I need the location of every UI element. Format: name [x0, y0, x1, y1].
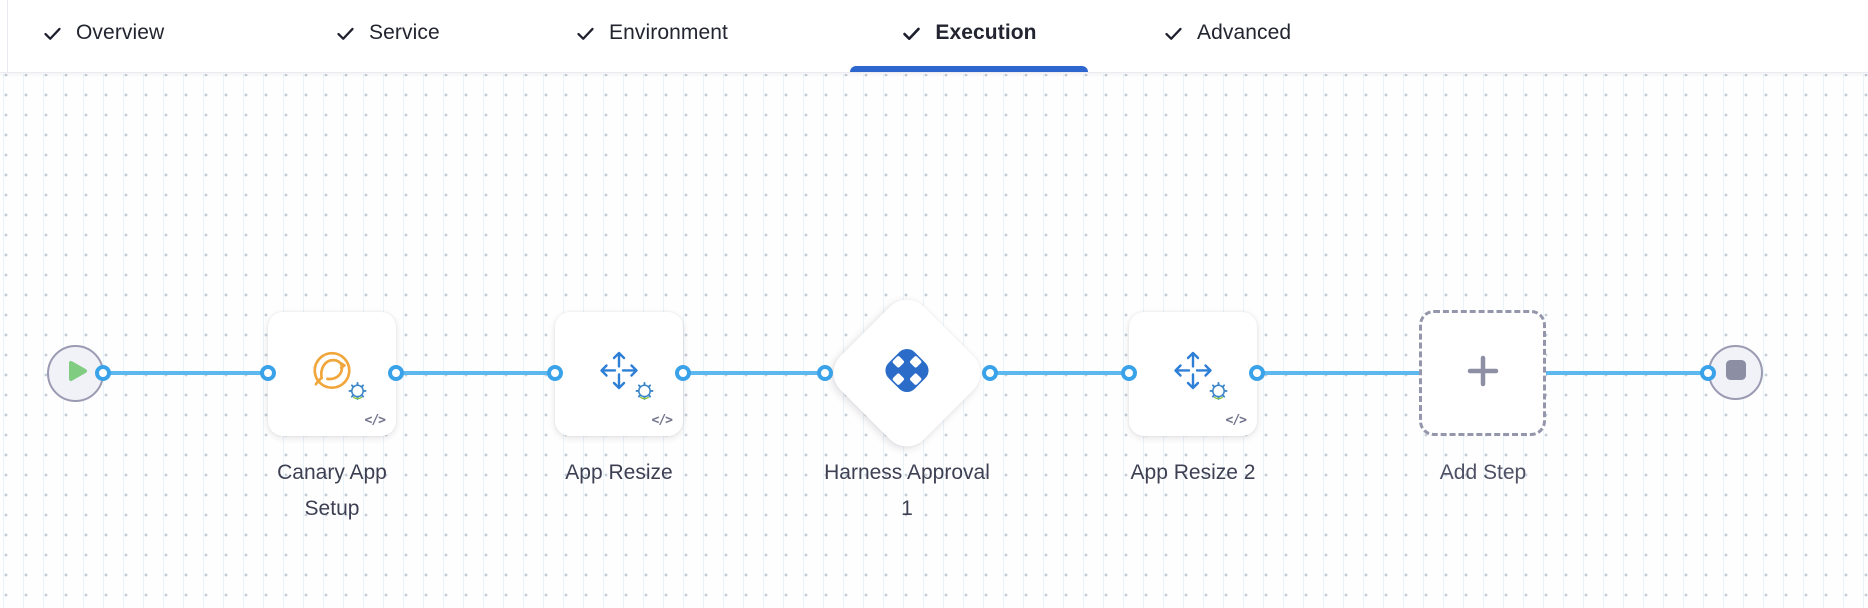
connector-port[interactable] — [1121, 365, 1137, 381]
gear-icon — [348, 381, 367, 405]
connector-port[interactable] — [260, 365, 276, 381]
check-icon — [575, 23, 596, 44]
tab-overview[interactable]: Overview — [42, 0, 164, 72]
connector-port[interactable] — [1700, 365, 1716, 381]
tab-execution[interactable]: Execution — [850, 0, 1088, 72]
connector-port[interactable] — [1249, 365, 1265, 381]
connector-line — [1546, 371, 1705, 375]
stop-icon — [1725, 359, 1747, 386]
tab-environment[interactable]: Environment — [575, 0, 728, 72]
tab-advanced[interactable]: Advanced — [1163, 0, 1291, 72]
step-label-app-resize: App Resize — [565, 461, 673, 484]
gear-icon — [1209, 381, 1228, 405]
code-icon: </> — [651, 413, 674, 428]
connector-port[interactable] — [982, 365, 998, 381]
connector-line — [1257, 371, 1419, 375]
tab-label: Execution — [935, 21, 1037, 44]
tab-label: Service — [369, 21, 440, 44]
connector-port[interactable] — [675, 365, 691, 381]
code-icon: </> — [1225, 413, 1248, 428]
step-card-app-resize-2[interactable]: </> — [1129, 312, 1257, 436]
step-label-harness-approval-1: Harness Approval 1 — [824, 461, 990, 520]
tab-label: Overview — [76, 21, 165, 44]
step-label-canary-app-setup: Canary App Setup — [277, 461, 387, 520]
step-label-add-step: Add Step — [1439, 461, 1527, 484]
code-icon: </> — [364, 413, 387, 428]
connector-line — [396, 371, 555, 375]
check-icon — [335, 23, 356, 44]
harness-logo-icon — [881, 345, 933, 402]
end-node — [1708, 345, 1763, 400]
tab-label: Environment — [609, 21, 728, 44]
check-icon — [901, 23, 922, 44]
step-card-app-resize[interactable]: </> — [555, 312, 683, 436]
stage-config-tabbar: Overview Service Environment Execution — [0, 0, 1868, 73]
tab-service[interactable]: Service — [335, 0, 440, 72]
active-tab-underline — [850, 66, 1088, 72]
connector-port[interactable] — [95, 365, 111, 381]
check-icon — [42, 23, 63, 44]
start-node — [47, 345, 104, 402]
approval-node-harness-approval-1[interactable] — [823, 289, 991, 457]
resize-arrows-icon — [1170, 347, 1228, 400]
check-icon — [1163, 23, 1184, 44]
step-label-app-resize-2: App Resize 2 — [1130, 461, 1256, 484]
gear-icon — [635, 381, 654, 405]
connector-line — [683, 371, 825, 375]
connector-line — [103, 371, 268, 375]
connector-line — [990, 371, 1129, 375]
connector-port[interactable] — [817, 365, 833, 381]
canary-icon — [309, 347, 367, 400]
connector-port[interactable] — [547, 365, 563, 381]
connector-port[interactable] — [388, 365, 404, 381]
step-card-canary-app-setup[interactable]: </> — [268, 312, 396, 436]
play-icon — [61, 356, 91, 391]
plus-icon — [1465, 353, 1501, 394]
resize-arrows-icon — [596, 347, 654, 400]
panel-divider — [7, 0, 8, 73]
tab-label: Advanced — [1197, 21, 1292, 44]
add-step-button[interactable] — [1419, 310, 1546, 436]
